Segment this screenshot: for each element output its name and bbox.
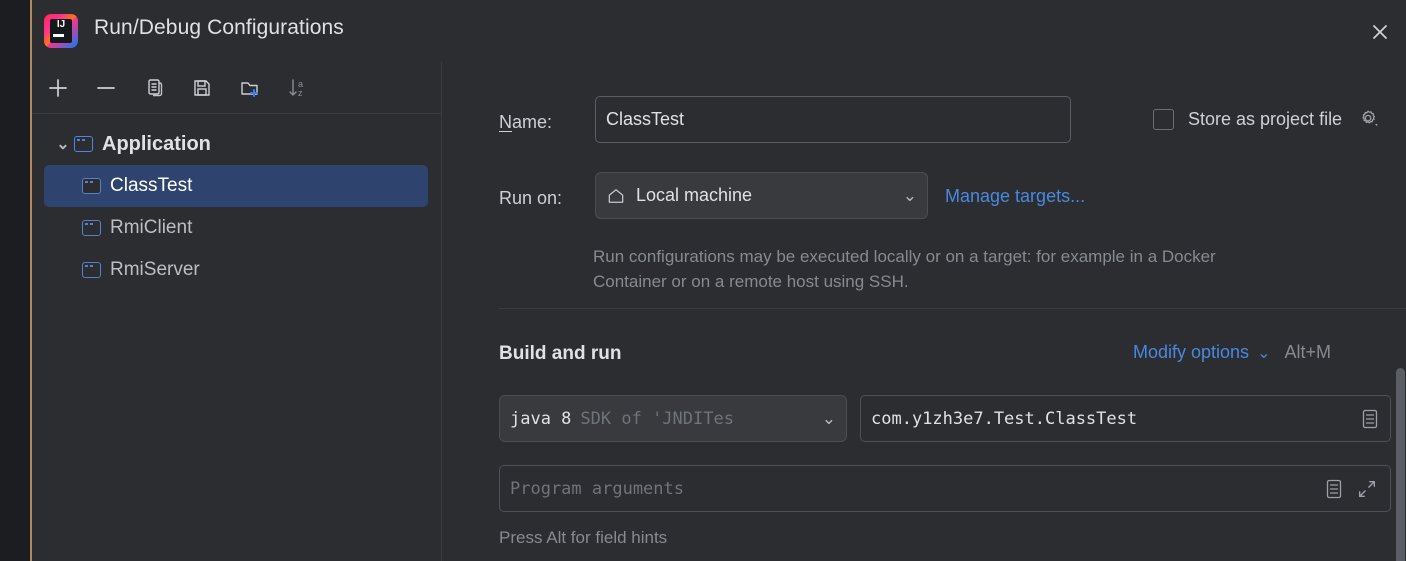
run-on-dropdown[interactable]: Local machine ⌄: [595, 172, 928, 219]
tree-item-label: ClassTest: [110, 175, 192, 197]
tree-item-classtest[interactable]: ClassTest: [44, 165, 428, 207]
modify-options-shortcut: Alt+M: [1284, 342, 1331, 363]
dialog-title: Run/Debug Configurations: [94, 16, 344, 40]
chevron-down-icon[interactable]: ⌄: [903, 186, 917, 206]
program-arguments-input[interactable]: Program arguments: [499, 465, 1391, 512]
modify-options-link[interactable]: Modify options: [1133, 342, 1249, 363]
list-icon[interactable]: [1324, 478, 1344, 500]
store-as-project-file-row[interactable]: Store as project file: [1153, 108, 1380, 130]
tree-group-application[interactable]: ⌄ Application: [44, 123, 428, 165]
name-input-value: ClassTest: [606, 109, 684, 130]
chevron-down-icon[interactable]: ⌄: [822, 409, 836, 429]
application-config-icon: [82, 220, 101, 236]
run-on-label: Run on:: [499, 188, 562, 209]
tree-item-label: RmiClient: [110, 217, 192, 239]
tree-group-label: Application: [102, 133, 211, 156]
application-config-icon: [82, 178, 101, 194]
close-icon[interactable]: [1360, 12, 1400, 52]
tree-item-rmiclient[interactable]: RmiClient: [44, 207, 428, 249]
copy-configuration-button[interactable]: [132, 66, 176, 110]
manage-targets-link[interactable]: Manage targets...: [945, 186, 1085, 207]
build-and-run-title: Build and run: [499, 343, 621, 365]
expand-icon[interactable]: [1356, 478, 1378, 500]
run-debug-configurations-dialog: IJ Run/Debug Configurations: [30, 0, 1406, 561]
tree-item-label: RmiServer: [110, 259, 200, 281]
configurations-panel: a z ⌄ Application ClassTest: [32, 62, 442, 561]
name-label-rest: ame:: [512, 112, 552, 132]
configurations-tree: ⌄ Application ClassTest RmiClient: [32, 115, 442, 561]
field-hints-text: Press Alt for field hints: [499, 528, 667, 548]
run-on-help-text: Run configurations may be executed local…: [593, 245, 1233, 294]
modify-options-row: Modify options ⌄ Alt+M: [1133, 342, 1331, 363]
run-on-value: Local machine: [636, 185, 752, 206]
intellij-logo-bar: [53, 34, 64, 37]
new-folder-button[interactable]: [228, 66, 272, 110]
store-as-project-file-label: Store as project file: [1188, 109, 1342, 130]
intellij-logo-text: IJ: [50, 19, 72, 43]
application-config-icon: [82, 262, 101, 278]
name-input[interactable]: ClassTest: [595, 96, 1071, 143]
application-type-icon: [74, 136, 93, 152]
gear-icon[interactable]: [1358, 108, 1380, 130]
sort-az-button[interactable]: a z: [276, 66, 320, 110]
vertical-scrollbar[interactable]: [1396, 368, 1405, 561]
intellij-idea-logo-icon: IJ: [44, 14, 78, 48]
main-class-value: com.y1zh3e7.Test.ClassTest: [871, 409, 1137, 429]
section-divider: [499, 308, 1406, 309]
home-icon: [606, 186, 626, 206]
main-class-input[interactable]: com.y1zh3e7.Test.ClassTest: [860, 395, 1391, 442]
name-label-mnemonic: N: [499, 112, 512, 132]
program-arguments-placeholder: Program arguments: [510, 479, 684, 499]
svg-text:z: z: [298, 88, 303, 98]
dialog-body: a z ⌄ Application ClassTest: [32, 62, 1406, 561]
chevron-down-icon[interactable]: ⌄: [1257, 343, 1270, 363]
background-editor-strip: [0, 0, 30, 561]
name-label: Name:: [499, 112, 552, 133]
jdk-dropdown[interactable]: java 8 SDK of 'JNDITes ⌄: [499, 395, 847, 442]
tree-item-rmiserver[interactable]: RmiServer: [44, 249, 428, 291]
store-as-project-file-checkbox[interactable]: [1153, 109, 1174, 130]
configuration-editor-panel: Name: ClassTest Store as project file: [443, 62, 1406, 561]
add-configuration-button[interactable]: [36, 66, 80, 110]
jdk-value: java 8: [510, 409, 571, 429]
save-configuration-button[interactable]: [180, 66, 224, 110]
dialog-titlebar: IJ Run/Debug Configurations: [32, 0, 1406, 62]
chevron-down-icon[interactable]: ⌄: [52, 134, 74, 154]
jdk-hint: SDK of 'JNDITes: [580, 409, 734, 429]
remove-configuration-button[interactable]: [84, 66, 128, 110]
list-icon[interactable]: [1360, 408, 1380, 430]
configurations-toolbar: a z: [32, 62, 441, 114]
